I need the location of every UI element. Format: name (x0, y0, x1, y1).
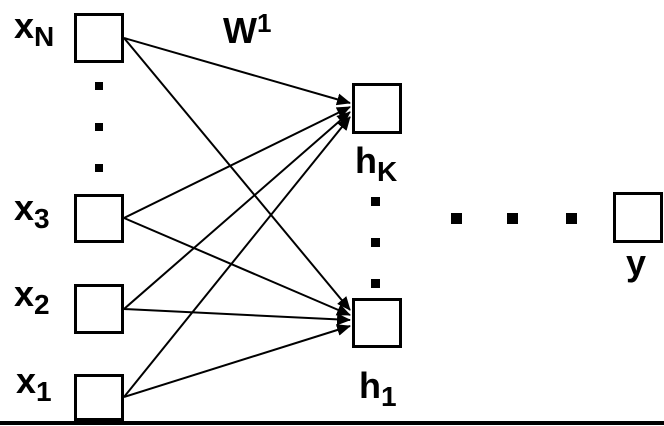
edge-xN-to-hK (123, 37, 351, 106)
edge-x3-to-h1 (123, 217, 351, 316)
output-ellipsis-dot (566, 213, 577, 224)
output-ellipsis-dot (451, 213, 462, 224)
label-h1: h1 (359, 365, 397, 412)
input-ellipsis-dot (95, 123, 103, 131)
node-box-x2 (74, 284, 124, 334)
bottom-rule (0, 421, 664, 425)
edge-x1-to-h1 (123, 324, 351, 398)
hidden-ellipsis-dot (371, 238, 380, 247)
edge-x3-to-hK (123, 106, 351, 219)
label-xN: xN (14, 5, 55, 52)
edge-xN-to-h1 (123, 37, 351, 311)
label-hK: hK (355, 140, 398, 187)
label-y: y (626, 242, 647, 283)
node-box-y (613, 192, 663, 243)
node-box-x3 (74, 194, 124, 243)
node-box-xN (74, 13, 124, 63)
label-weight-W1: W1 (223, 8, 272, 51)
hidden-ellipsis-dot (371, 279, 380, 288)
node-box-hK (352, 83, 402, 134)
label-x3: x3 (14, 187, 50, 234)
output-ellipsis-dot (507, 213, 518, 224)
input-ellipsis-dot (95, 164, 103, 172)
node-box-h1 (352, 298, 402, 348)
edge-x2-to-hK (123, 111, 351, 310)
label-x2: x2 (14, 273, 50, 320)
edge-x1-to-hK (123, 116, 351, 398)
node-box-x1 (74, 374, 124, 421)
hidden-ellipsis-dot (371, 197, 380, 206)
input-ellipsis-dot (95, 82, 103, 90)
label-x1: x1 (16, 360, 52, 407)
edge-x2-to-h1 (123, 308, 351, 326)
